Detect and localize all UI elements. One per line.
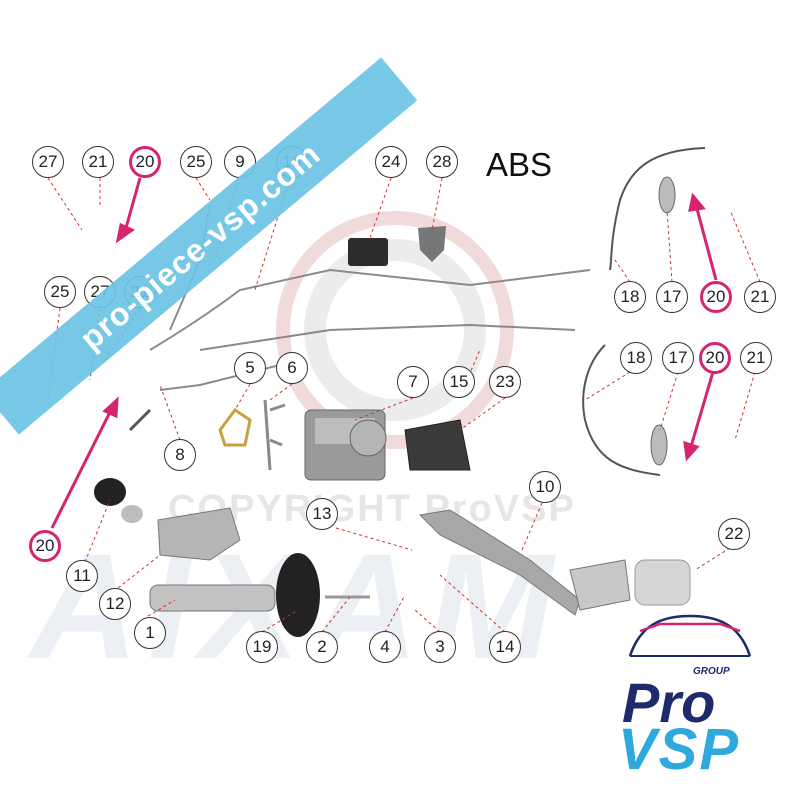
callout-21-lower: 21 — [740, 342, 772, 374]
callout-2: 2 — [306, 631, 338, 663]
callout-25: 25 — [180, 146, 212, 178]
callout-12: 12 — [99, 588, 131, 620]
abs-title: ABS — [486, 146, 553, 183]
callout-13: 13 — [306, 498, 338, 530]
callout-10: 10 — [529, 471, 561, 503]
callout-21: 21 — [82, 146, 114, 178]
reservoir-cap — [94, 478, 126, 506]
brake-line-middle — [199, 323, 576, 351]
callout-7: 7 — [397, 366, 429, 398]
callout-24: 24 — [375, 146, 407, 178]
pedal-pad — [634, 559, 691, 606]
logo-pro-text: Pro — [622, 671, 716, 734]
callout-19: 19 — [246, 631, 278, 663]
logo-group-text: GROUP — [690, 666, 733, 677]
brake-booster — [276, 553, 320, 637]
callout-5: 5 — [234, 352, 266, 384]
callout-20-highlighted: 20 — [129, 146, 161, 178]
callout-3: 3 — [424, 631, 456, 663]
master-cylinder — [149, 584, 276, 612]
callout-18-lower: 18 — [620, 342, 652, 374]
callout-20-highlighted: 20 — [699, 342, 731, 374]
brake-line-upper — [149, 268, 591, 351]
pipe-union — [218, 407, 252, 447]
callout-17: 17 — [656, 281, 688, 313]
brake-pedal — [418, 509, 581, 616]
callout-23: 23 — [489, 366, 521, 398]
provsp-logo: GROUP Pro VSP — [600, 586, 780, 786]
callout-22: 22 — [718, 518, 750, 550]
brake-hose-lower — [582, 344, 661, 476]
callout-4: 4 — [369, 631, 401, 663]
callout-20-highlighted: 20 — [29, 530, 61, 562]
logo-vsp-text: VSP — [618, 717, 741, 782]
callout-25-lower: 25 — [44, 276, 76, 308]
callout-14: 14 — [489, 631, 521, 663]
callout-28: 28 — [426, 146, 458, 178]
car-outline-icon — [628, 614, 752, 657]
highlight-arrows — [50, 177, 718, 529]
callout-21: 21 — [744, 281, 776, 313]
abs-module — [348, 238, 388, 266]
callout-15: 15 — [443, 366, 475, 398]
abs-bracket — [404, 419, 471, 471]
watermark-copyright: COPYRIGHT ProVSP — [168, 488, 576, 530]
brake-hose-upper — [609, 147, 706, 271]
brake-line-lower — [159, 359, 301, 391]
callout-1: 1 — [134, 617, 166, 649]
callout-18: 18 — [614, 281, 646, 313]
callout-27: 27 — [32, 146, 64, 178]
reservoir — [157, 507, 241, 561]
callout-17-lower: 17 — [662, 342, 694, 374]
callout-6: 6 — [276, 352, 308, 384]
abs-sensor — [418, 226, 446, 262]
callout-8: 8 — [164, 439, 196, 471]
callout-20-highlighted: 20 — [700, 281, 732, 313]
abs-unit — [304, 409, 387, 481]
callout-11: 11 — [66, 560, 98, 592]
